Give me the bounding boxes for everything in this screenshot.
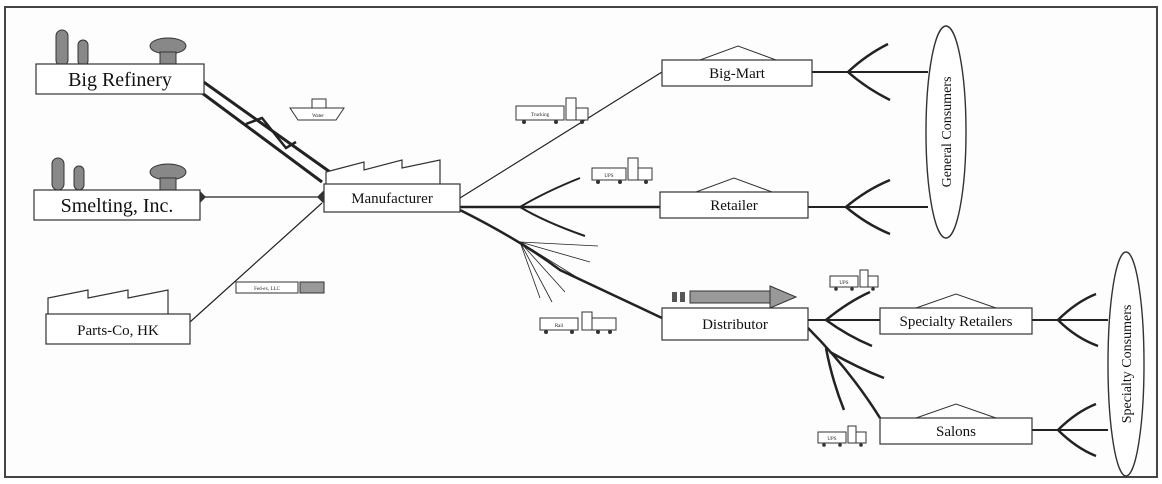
freight-label: Fed-ex, LLC [254,287,280,292]
trucking-label: Trucking [531,113,550,118]
specialty-consumers-node: Specialty Consumers [1108,252,1144,476]
retailer-label: Retailer [710,198,757,214]
ups-label: UPS [827,437,836,442]
line-partsco-manufacturer [190,203,322,322]
parts-co-node: Parts-Co, HK [46,290,190,344]
tank-icon [78,40,88,66]
tank-icon [74,166,84,190]
manufacturer-label: Manufacturer [351,191,433,207]
smelting-label: Smelting, Inc. [61,195,174,217]
train-icon: Rail [540,312,616,334]
truck-icon: UPS [830,270,878,291]
ups-label: UPS [604,174,613,179]
truck-icon: UPS [592,158,652,184]
factory-roof-icon [48,290,168,314]
specialty-retailers-node: Specialty Retailers [880,294,1032,334]
distributor-label: Distributor [702,317,768,333]
salons-label: Salons [936,424,976,440]
store-roof-icon [916,294,996,308]
manufacturer-node: Manufacturer [324,160,460,212]
arrow-icon [690,291,770,303]
ups-label: UPS [839,281,848,286]
specialty-retailers-label: Specialty Retailers [900,314,1013,330]
salons-node: Salons [880,404,1032,444]
parts-co-label: Parts-Co, HK [77,323,159,339]
water-label: Water [312,114,324,119]
fan-branch [520,207,585,236]
store-roof-icon [696,178,772,192]
ship-icon: Water [290,99,344,120]
distributor-node: Distributor [662,286,808,340]
tank-icon [52,158,64,190]
big-mart-label: Big-Mart [709,66,766,82]
fan-branch [520,178,580,207]
big-mart-node: Big-Mart [662,46,812,86]
general-consumers-label: General Consumers [940,77,955,188]
retailer-node: Retailer [660,178,808,218]
factory-roof-icon [326,160,440,184]
container-icon: Fed-ex, LLC [236,282,324,293]
specialty-consumers-label: Specialty Consumers [1120,305,1135,424]
truck-icon: UPS [818,426,866,447]
store-roof-icon [700,46,776,60]
rail-label: Rail [555,324,564,329]
store-roof-icon [916,404,996,418]
smelting-node: Smelting, Inc. [34,158,200,220]
truck-icon: Trucking [516,98,588,124]
pipeline-lower [198,90,322,182]
general-consumers-node: General Consumers [926,26,966,238]
tank-icon [56,30,68,66]
pipeline-upper [198,78,330,172]
connection-lines [190,44,1108,456]
big-refinery-label: Big Refinery [68,69,172,91]
big-refinery-node: Big Refinery [36,30,204,94]
